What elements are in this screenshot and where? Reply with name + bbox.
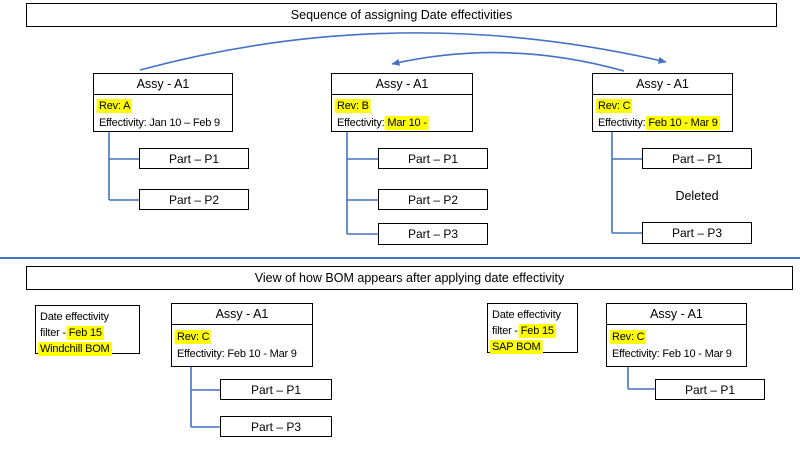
effectivity-line: Effectivity: Jan 10 – Feb 9	[99, 115, 230, 132]
bottom-section-title: View of how BOM appears after applying d…	[254, 271, 565, 285]
bom-name-highlight: SAP BOM	[490, 340, 543, 354]
part-label: Part – P1	[168, 151, 220, 166]
tree-connector-top-right	[611, 132, 642, 234]
top-section-title: Sequence of assigning Date effectivities	[290, 8, 513, 22]
effectivity-text: Effectivity:	[337, 117, 388, 129]
assembly-details: Rev: B Effectivity: Mar 10 -	[332, 95, 472, 132]
assembly-title: Assy - A1	[332, 74, 472, 95]
revision-line: Rev: C	[175, 329, 310, 346]
filter-line-3: SAP BOM	[490, 339, 573, 355]
part-label: Part – P1	[407, 151, 459, 166]
filter-line-1: Date effectivity	[492, 309, 561, 321]
assembly-details: Rev: C Effectivity: Feb 10 - Mar 9	[593, 95, 732, 132]
tree-connector-top-left	[108, 132, 139, 201]
sequence-arrow-rev-c-to-rev-b	[391, 51, 625, 72]
assembly-box-rev-a: Assy - A1 Rev: A Effectivity: Jan 10 – F…	[93, 73, 233, 132]
part-label: Part – P1	[671, 151, 723, 166]
effectivity-line: Effectivity: Feb 10 - Mar 9	[612, 346, 744, 363]
part-box-p2: Part – P2	[139, 189, 249, 210]
sequence-arrow-rev-a-to-rev-c	[139, 32, 667, 71]
part-box-p1: Part – P1	[139, 148, 249, 169]
revision-line: Rev: A	[97, 98, 230, 115]
assembly-details: Rev: A Effectivity: Jan 10 – Feb 9	[94, 95, 232, 132]
effectivity-text: Effectivity:	[598, 117, 649, 129]
tree-connector-bottom-right	[627, 367, 655, 390]
assembly-box-rev-b: Assy - A1 Rev: B Effectivity: Mar 10 -	[331, 73, 473, 132]
filter-text: filter -	[492, 325, 521, 337]
filter-text: filter -	[40, 327, 69, 339]
part-label: Part – P3	[407, 227, 459, 241]
revision-value: Rev: C	[610, 330, 647, 344]
filter-date-highlight: Feb 15	[518, 324, 556, 338]
part-box-p1: Part – P1	[220, 379, 332, 400]
deleted-note: Deleted	[675, 189, 719, 203]
tree-connector-bottom-left	[190, 367, 220, 428]
assembly-details: Rev: C Effectivity: Feb 10 - Mar 9	[607, 325, 746, 363]
assembly-title: Assy - A1	[172, 304, 312, 325]
filter-line-2: filter - Feb 15	[40, 325, 135, 341]
effectivity-text: Effectivity: Feb 10 - Mar 9	[612, 348, 732, 360]
effectivity-line: Effectivity: Mar 10 -	[337, 115, 470, 132]
filter-line-3: Windchill BOM	[38, 341, 135, 357]
part-box-p3: Part – P3	[378, 223, 488, 245]
revision-value: Rev: C	[596, 99, 633, 113]
assembly-box-rev-c: Assy - A1 Rev: C Effectivity: Feb 10 - M…	[592, 73, 733, 132]
part-box-p2: Part – P2	[378, 189, 488, 210]
part-label: Part – P3	[250, 419, 302, 434]
part-box-p1: Part – P1	[378, 148, 488, 169]
assembly-title: Assy - A1	[94, 74, 232, 95]
revision-value: Rev: C	[175, 330, 212, 344]
part-label: Part – P2	[407, 192, 459, 207]
date-filter-box-sap: Date effectivity filter - Feb 15 SAP BOM	[487, 303, 578, 355]
effectivity-line: Effectivity: Feb 10 - Mar 9	[598, 115, 730, 132]
top-section-banner: Sequence of assigning Date effectivities	[26, 3, 777, 27]
effectivity-line: Effectivity: Feb 10 - Mar 9	[177, 346, 310, 363]
part-box-p1: Part – P1	[642, 148, 752, 169]
part-box-p1: Part – P1	[655, 379, 765, 400]
bottom-section-banner: View of how BOM appears after applying d…	[26, 266, 793, 290]
filter-date-highlight: Feb 15	[66, 326, 104, 340]
effectivity-text: Effectivity: Feb 10 - Mar 9	[177, 348, 297, 360]
assembly-title: Assy - A1	[607, 304, 746, 325]
assembly-box-sap-result: Assy - A1 Rev: C Effectivity: Feb 10 - M…	[606, 303, 747, 367]
part-label: Part – P1	[684, 382, 736, 397]
part-box-p3: Part – P3	[220, 416, 332, 437]
assembly-title: Assy - A1	[593, 74, 732, 95]
assembly-box-windchill-result: Assy - A1 Rev: C Effectivity: Feb 10 - M…	[171, 303, 313, 367]
bom-name-highlight: Windchill BOM	[38, 342, 112, 356]
effectivity-highlight: Feb 10 - Mar 9	[646, 116, 720, 130]
tree-connector-top-middle	[346, 132, 378, 235]
filter-line-1: Date effectivity	[40, 311, 109, 323]
part-label: Part – P3	[671, 226, 723, 240]
filter-line-2: filter - Feb 15	[492, 323, 573, 339]
revision-value: Rev: B	[335, 99, 371, 113]
effectivity-text: Effectivity: Jan 10 – Feb 9	[99, 117, 220, 129]
part-box-p3: Part – P3	[642, 222, 752, 244]
part-label: Part – P2	[168, 192, 220, 207]
effectivity-highlight: Mar 10 -	[385, 116, 429, 130]
part-label: Part – P1	[250, 382, 302, 397]
assembly-details: Rev: C Effectivity: Feb 10 - Mar 9	[172, 325, 312, 363]
revision-line: Rev: C	[610, 329, 744, 346]
revision-line: Rev: C	[596, 98, 730, 115]
date-filter-box-windchill: Date effectivity filter - Feb 15 Windchi…	[35, 305, 140, 357]
revision-line: Rev: B	[335, 98, 470, 115]
revision-value: Rev: A	[97, 99, 133, 113]
